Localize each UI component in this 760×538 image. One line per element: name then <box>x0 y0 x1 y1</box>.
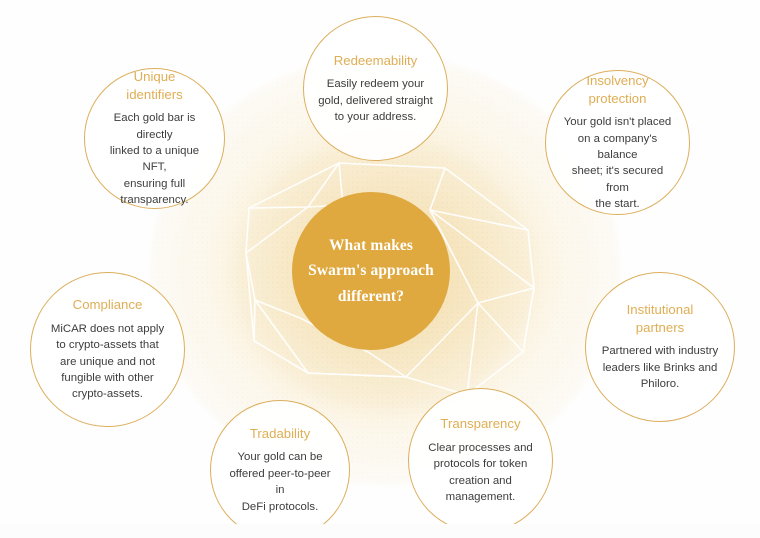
bubble-title: Insolvency protection <box>586 73 649 106</box>
bubble-title: Institutional partners <box>626 302 694 335</box>
bubble-unique-identifiers[interactable]: Unique identifiers Each gold bar is dire… <box>84 68 225 209</box>
bubble-body: MiCAR does not apply to crypto-assets th… <box>50 322 165 401</box>
center-circle: What makes Swarm's approach different? <box>292 192 450 350</box>
bubble-tradability[interactable]: Tradability Your gold can be offered pee… <box>210 400 350 538</box>
bubble-body: Your gold can be offered peer-to-peer in… <box>229 451 331 513</box>
bubble-title: Redeemability <box>333 52 418 68</box>
bubble-body: Clear processes and protocols for token … <box>428 441 533 504</box>
bubble-transparency[interactable]: Transparency Clear processes and protoco… <box>408 388 553 533</box>
bubble-title: Tradability <box>249 425 311 441</box>
center-question: What makes Swarm's approach different? <box>308 237 434 305</box>
bubble-body: Easily redeem your gold, delivered strai… <box>318 78 433 123</box>
bubble-redeemability[interactable]: Redeemability Easily redeem your gold, d… <box>303 16 448 161</box>
bubble-title: Transparency <box>440 416 521 432</box>
bubble-body: Each gold bar is directly linked to a un… <box>109 112 200 207</box>
bubble-compliance[interactable]: Compliance MiCAR does not apply to crypt… <box>30 272 185 427</box>
bubble-body: Partnered with industry leaders like Bri… <box>601 345 719 391</box>
bubble-insolvency-protection[interactable]: Insolvency protection Your gold isn't pl… <box>545 70 690 215</box>
bubble-title: Unique identifiers <box>126 69 183 102</box>
bubble-institutional-partners[interactable]: Institutional partners Partnered with in… <box>585 272 735 422</box>
bottom-band <box>0 524 760 538</box>
bubble-body: Your gold isn't placed on a company's ba… <box>563 116 672 211</box>
bubble-title: Compliance <box>72 297 143 313</box>
